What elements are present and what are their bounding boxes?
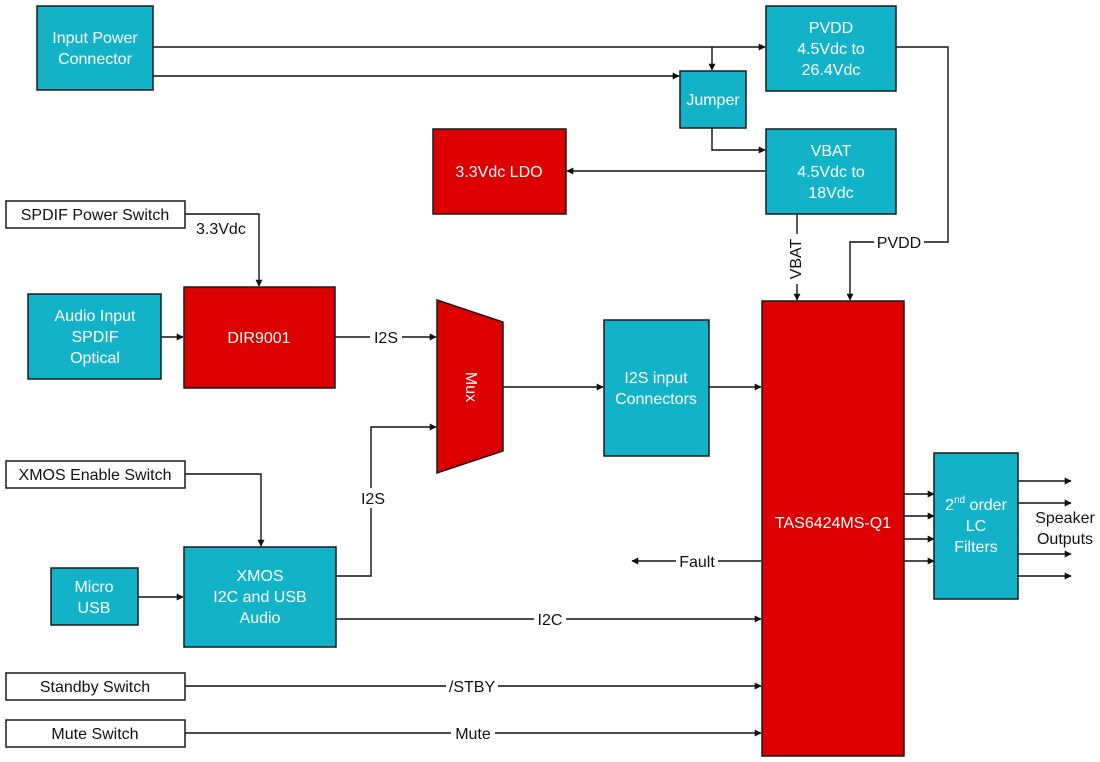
speaker-outputs-label-1: Speaker bbox=[1035, 510, 1095, 527]
spdif-power-switch[interactable]: SPDIF Power Switch bbox=[5, 200, 186, 229]
vbat-block: VBAT 4.5Vdc to 18Vdc bbox=[765, 128, 897, 215]
wire-xmos-switch-to-xmos bbox=[185, 473, 265, 547]
lc-order-number: 2 bbox=[945, 497, 954, 514]
mux-block: Mux bbox=[436, 298, 504, 475]
lc-filters-label-1: 2nd order bbox=[945, 495, 1008, 514]
wire-pvdd-to-tas bbox=[846, 46, 949, 301]
i2s-connectors-label-1: I2S input bbox=[624, 370, 688, 387]
dir9001-block: DIR9001 bbox=[183, 286, 336, 389]
pvdd-label-2: 4.5Vdc to bbox=[797, 41, 865, 58]
dir9001-label: DIR9001 bbox=[227, 330, 290, 347]
vbat-label-2: 4.5Vdc to bbox=[797, 164, 865, 181]
wire-spdif-switch-to-dir bbox=[185, 213, 263, 287]
signal-i2s-dir-label: I2S bbox=[374, 330, 398, 347]
speaker-outputs-label: Speaker Outputs bbox=[1035, 510, 1095, 548]
audio-input-label-3: Optical bbox=[70, 350, 120, 367]
xmos-enable-switch-label: XMOS Enable Switch bbox=[19, 467, 172, 484]
input-power-label-2: Connector bbox=[58, 51, 132, 68]
input-power-label-1: Input Power bbox=[52, 30, 138, 47]
audio-input-label-2: SPDIF bbox=[71, 329, 118, 346]
signal-labels: 3.3Vdc I2S I2S VBAT PVDD Fault I2C /STBY… bbox=[196, 221, 924, 743]
pvdd-label-3: 26.4Vdc bbox=[802, 62, 861, 79]
signal-i2s-xmos-label: I2S bbox=[361, 491, 385, 508]
i2s-input-connectors-block: I2S input Connectors bbox=[603, 319, 710, 457]
xmos-label-3: Audio bbox=[240, 610, 281, 627]
micro-usb-block: Micro USB bbox=[50, 567, 139, 626]
signal-fault-label: Fault bbox=[679, 554, 715, 571]
lc-order-superscript: nd bbox=[954, 495, 965, 506]
xmos-label-2: I2C and USB bbox=[213, 589, 306, 606]
signal-i2c-label: I2C bbox=[538, 612, 563, 629]
micro-usb-label-2: USB bbox=[78, 600, 111, 617]
mux-label: Mux bbox=[462, 372, 479, 402]
ldo-block: 3.3Vdc LDO bbox=[432, 128, 567, 215]
audio-input-spdif-block: Audio Input SPDIF Optical bbox=[27, 293, 162, 380]
lc-order-word: order bbox=[965, 497, 1007, 514]
i2s-connectors-label-2: Connectors bbox=[615, 391, 697, 408]
input-power-connector-block: Input Power Connector bbox=[36, 5, 154, 91]
pvdd-label-1: PVDD bbox=[809, 20, 853, 37]
signal-vbat-label: VBAT bbox=[788, 238, 805, 279]
vbat-label-1: VBAT bbox=[811, 143, 852, 160]
vbat-label-3: 18Vdc bbox=[808, 185, 853, 202]
pvdd-block: PVDD 4.5Vdc to 26.4Vdc bbox=[765, 5, 897, 92]
speaker-outputs-label-2: Outputs bbox=[1037, 531, 1093, 548]
xmos-label-1: XMOS bbox=[236, 568, 283, 585]
tas6424ms-q1-block: TAS6424MS-Q1 bbox=[761, 300, 905, 757]
spdif-power-switch-label: SPDIF Power Switch bbox=[21, 207, 169, 224]
jumper-block: Jumper bbox=[679, 70, 747, 129]
mute-switch[interactable]: Mute Switch bbox=[5, 719, 186, 748]
ldo-label: 3.3Vdc LDO bbox=[455, 164, 542, 181]
wire-jumper-to-vbat bbox=[711, 128, 766, 154]
xmos-enable-switch[interactable]: XMOS Enable Switch bbox=[5, 460, 186, 489]
standby-switch-label: Standby Switch bbox=[40, 679, 150, 696]
signal-stby-label: /STBY bbox=[449, 679, 496, 696]
signal-mute-label: Mute bbox=[455, 726, 491, 743]
audio-input-label-1: Audio Input bbox=[55, 308, 137, 325]
mute-switch-label: Mute Switch bbox=[51, 726, 138, 743]
signal-pvdd-label: PVDD bbox=[877, 235, 921, 252]
lc-filters-block: 2nd order LC Filters bbox=[933, 452, 1019, 600]
lc-filters-label-3: Filters bbox=[954, 539, 998, 556]
xmos-block: XMOS I2C and USB Audio bbox=[183, 546, 337, 648]
jumper-label: Jumper bbox=[686, 92, 740, 109]
lc-filters-label-2: LC bbox=[966, 518, 986, 535]
standby-switch[interactable]: Standby Switch bbox=[5, 672, 186, 701]
signal-3v3-label: 3.3Vdc bbox=[196, 221, 246, 238]
micro-usb-label-1: Micro bbox=[74, 579, 113, 596]
tas-label: TAS6424MS-Q1 bbox=[775, 515, 891, 532]
